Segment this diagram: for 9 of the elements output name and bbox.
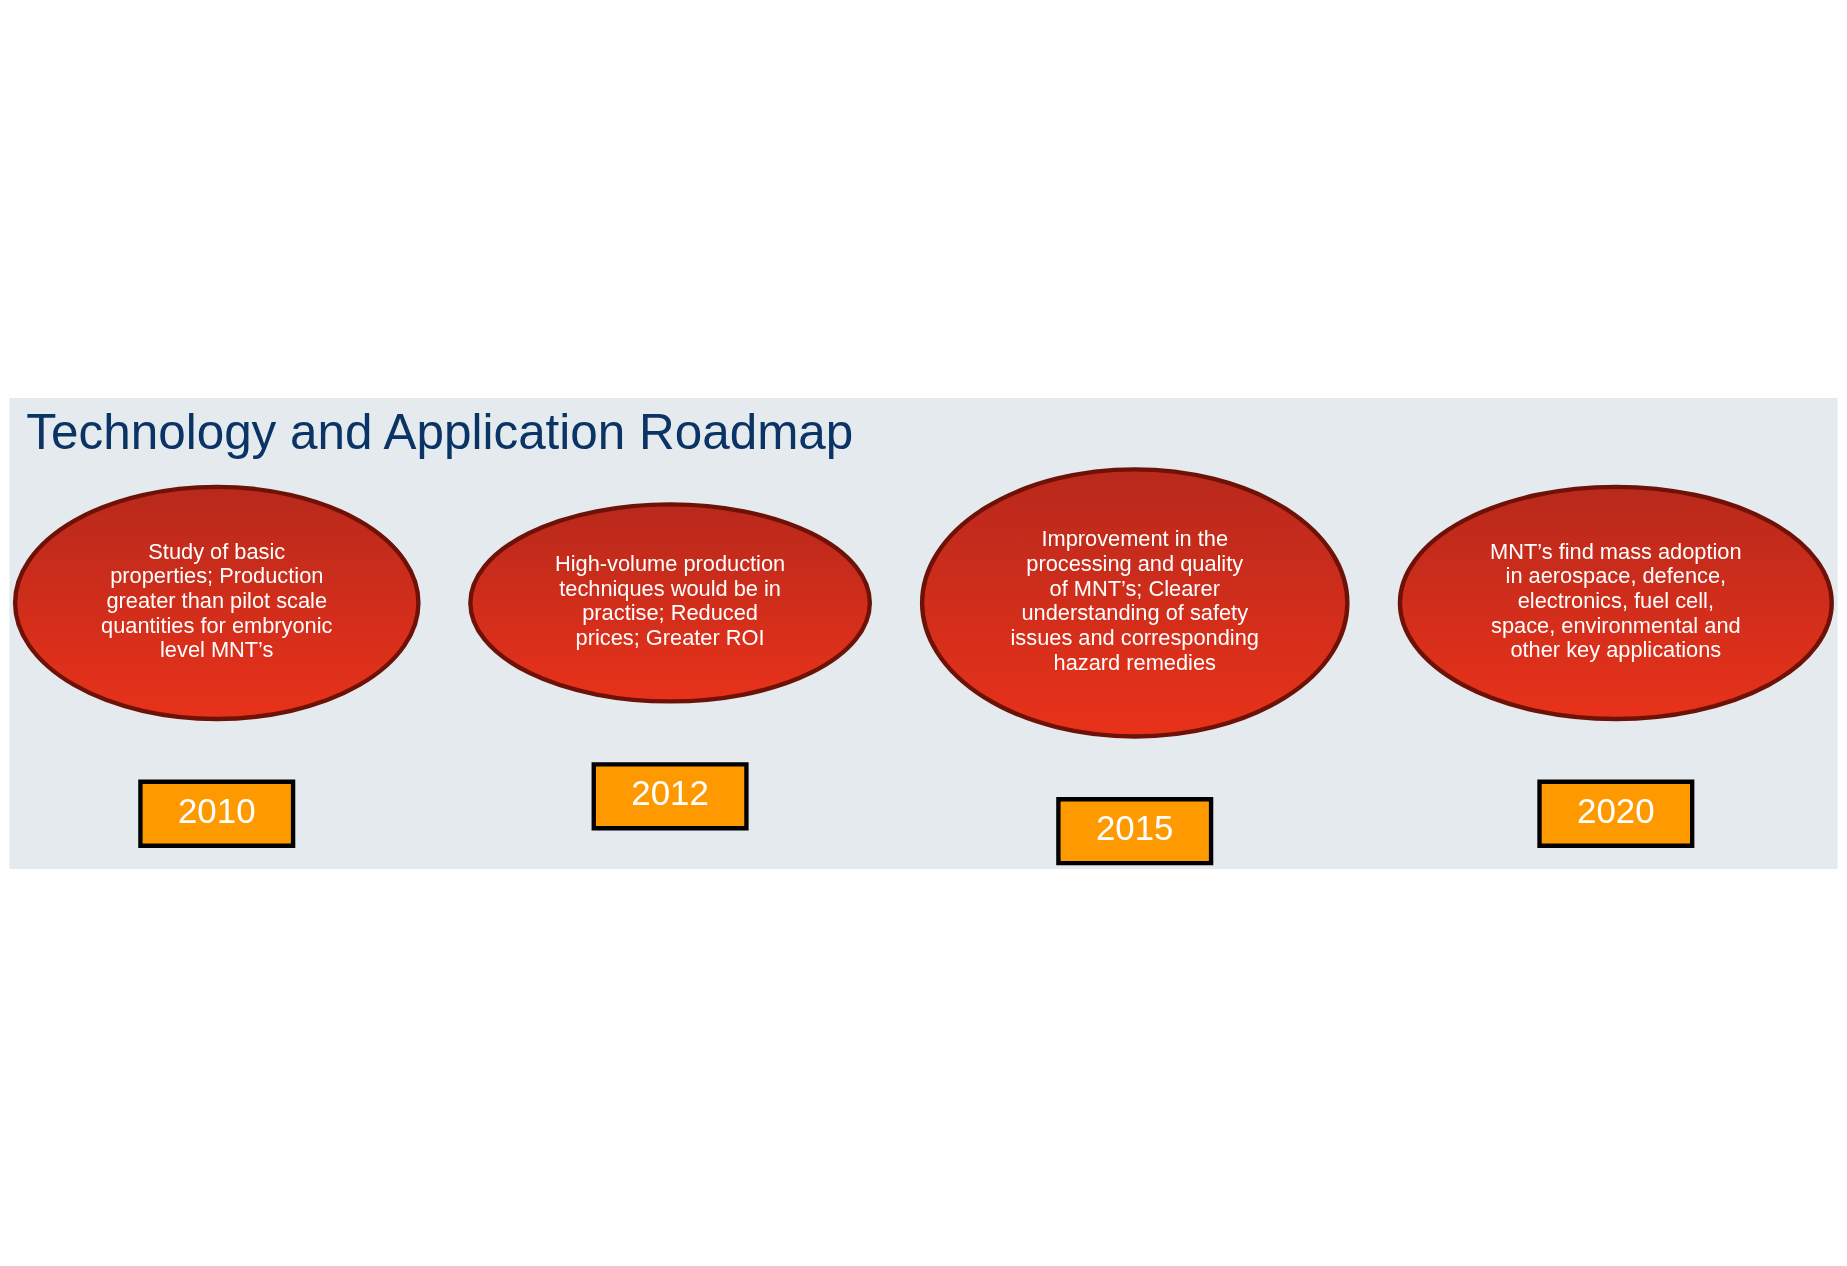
node-label: 2020 [1577, 790, 1655, 830]
node-label: 2015 [1095, 807, 1174, 847]
node-label: 2012 [631, 772, 709, 812]
node-ellipse: MNT’s find mass adoption in aerospace, defence, electronics, fuel cell, space, environmental and other key applications [1397, 484, 1834, 721]
node-ellipse: Improvement in the processing and quality of MNT’s; Clearer understanding of safety issues and corresponding hazard remedies [919, 466, 1350, 739]
node-label: 2010 [177, 790, 256, 830]
diagram-title: Technology and Application Roadmap [26, 403, 854, 459]
node-ellipse: Study of basic properties; Production greater than pilot scale quantities for embryonic level MNT’s [12, 484, 421, 721]
node-ellipse: High-volume production techniques would be in practise; Reduced prices; Greater ROI [468, 501, 872, 704]
